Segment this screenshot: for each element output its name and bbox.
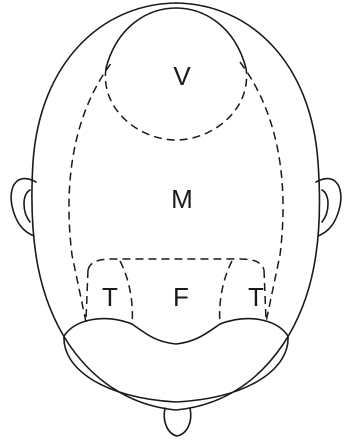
vertex-zone-label: V [173,61,191,91]
right-temporal-inner-boundary [220,261,232,324]
right-temporal-outer-boundary [264,270,266,320]
left-temporal-inner-boundary [120,261,132,324]
left-temporal-outer-boundary [86,270,88,320]
frontal-temporal-upper-boundary [88,259,264,270]
vertex-zone-upper-boundary [106,8,246,68]
left-ear-inner [24,190,30,222]
frontal-zone-label: F [173,282,189,312]
right-temporal-zone-label: T [248,282,264,312]
left-temporal-zone-label: T [102,282,118,312]
mid-zone-label: M [171,184,193,214]
right-ear-inner [322,190,328,222]
forehead-outline [64,319,288,402]
nose-outline [164,408,191,436]
